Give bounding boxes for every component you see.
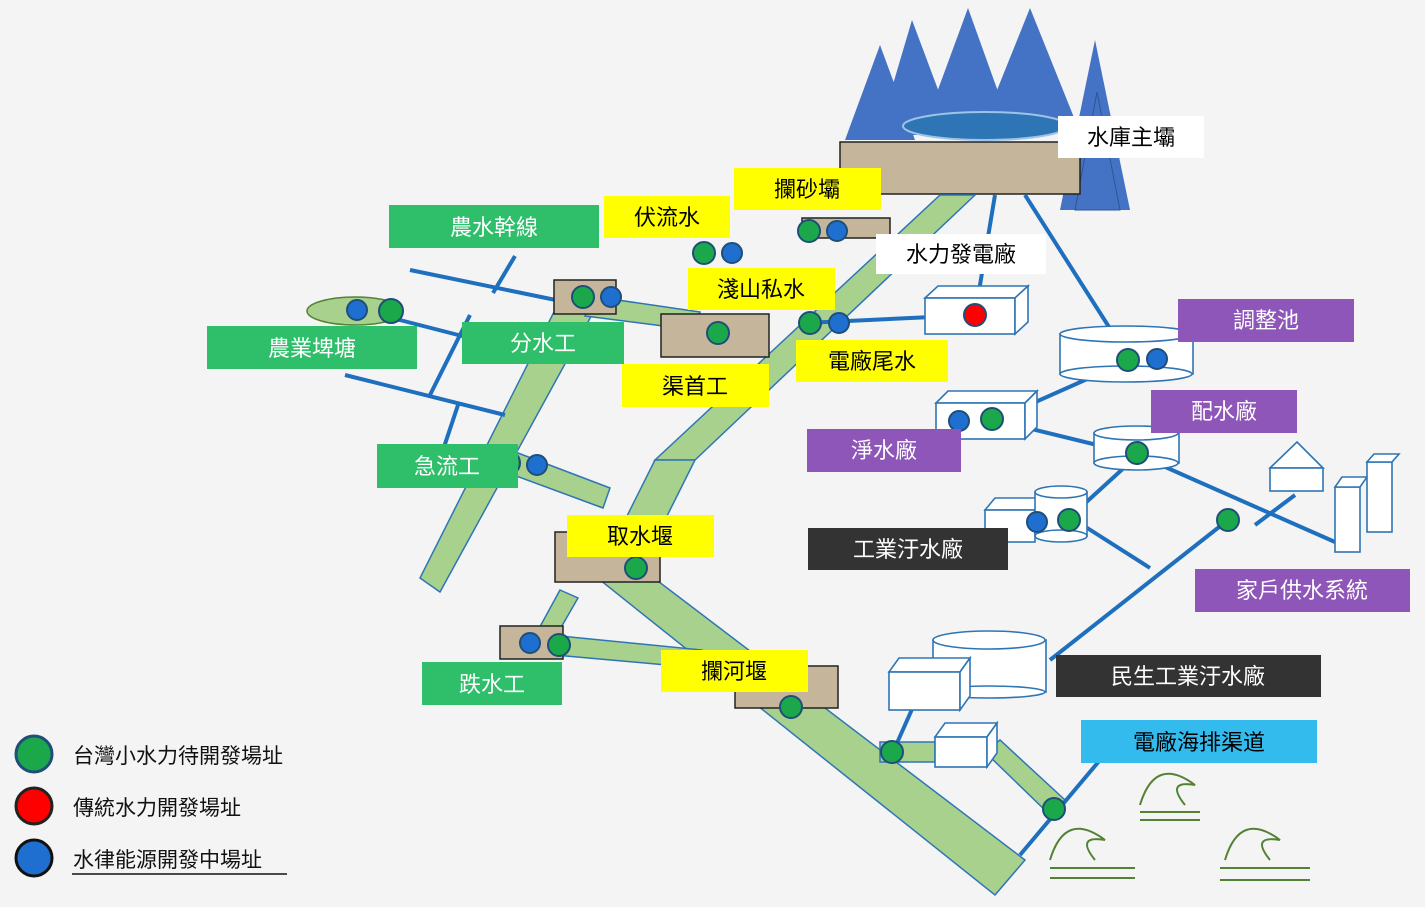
sea-waves <box>1049 772 1310 881</box>
label-sand-weir: 攔砂壩 <box>774 178 840 203</box>
blue-site-marker <box>721 242 743 264</box>
dark-labels: 工業汙水廠 民生工業汙水廠 <box>808 528 1321 697</box>
industrial-sewage-building <box>983 485 1088 543</box>
legend-green-marker <box>14 734 54 774</box>
legend-item: 台灣小水力待開發場址 <box>14 734 283 774</box>
green-labels: 農水幹線 分水工 農業埤塘 急流工 跌水工 <box>207 205 624 705</box>
legend-item: 傳統水力開發場址 <box>14 786 241 826</box>
legend: 台灣小水力待開發場址 傳統水力開發場址 水律能源開發中場址 <box>14 734 287 878</box>
green-site-marker <box>1125 441 1149 465</box>
distribution-to-household <box>1137 453 1336 544</box>
agri-line <box>441 404 460 451</box>
legend-red-marker <box>14 786 54 826</box>
green-site-marker <box>1042 797 1066 821</box>
blue-site-marker <box>828 312 850 334</box>
legend-label: 台灣小水力待開發場址 <box>73 744 283 768</box>
label-underflow: 伏流水 <box>634 206 700 231</box>
blue-site-marker <box>519 632 541 654</box>
label-distribution-plant: 配水廠 <box>1191 400 1257 425</box>
label-reservoir-dam: 水庫主壩 <box>1087 126 1175 151</box>
label-agri-main-line: 農水幹線 <box>450 216 538 241</box>
label-sea-discharge: 電廠海排渠道 <box>1133 731 1265 756</box>
label-industrial-sewage: 工業汙水廠 <box>853 538 963 563</box>
legend-label: 傳統水力開發場址 <box>73 796 241 820</box>
label-river-weir: 攔河堰 <box>701 660 767 685</box>
mountain-peak <box>925 8 1010 125</box>
label-tailrace: 電廠尾水 <box>828 350 916 375</box>
green-site-marker <box>547 633 571 657</box>
green-site-marker <box>797 219 821 243</box>
label-shallow-hill: 淺山私水 <box>717 278 805 303</box>
to-civil-sewage <box>1048 518 1230 662</box>
agri-line <box>491 254 517 295</box>
red-site-marker <box>963 303 987 327</box>
label-drop-structure: 跌水工 <box>459 673 525 698</box>
agri-line <box>344 373 506 417</box>
purple-labels: 調整池 配水廠 淨水廠 家戶供水系統 <box>807 299 1410 612</box>
green-site-marker <box>1057 508 1081 532</box>
label-water-purification: 淨水廠 <box>851 439 917 464</box>
green-site-marker <box>1216 508 1240 532</box>
label-rapid-flow: 急流工 <box>414 455 480 480</box>
green-site-marker <box>779 695 803 719</box>
mountain-peak <box>985 8 1075 120</box>
blue-site-marker <box>526 454 548 476</box>
cyan-labels: 電廠海排渠道 <box>1081 720 1317 763</box>
civil-sewage-plant <box>887 630 1047 770</box>
agri-line <box>391 316 471 340</box>
blue-site-marker <box>948 410 970 432</box>
facility-drawings <box>887 284 1401 770</box>
green-site-marker <box>880 740 904 764</box>
house-building <box>1268 440 1325 492</box>
blue-site-marker <box>600 286 622 308</box>
label-household-supply: 家戶供水系統 <box>1236 579 1368 604</box>
yellow-labels: 攔砂壩 伏流水 淺山私水 渠首工 電廠尾水 取水堰 攔河堰 <box>567 168 948 692</box>
label-hydro-plant: 水力發電廠 <box>906 243 1016 268</box>
blue-site-marker <box>1146 348 1168 370</box>
white-labels: 水庫主壩 水力發電廠 <box>876 116 1204 274</box>
green-site-marker <box>571 285 595 309</box>
blue-site-marker <box>346 299 368 321</box>
green-site-marker <box>798 311 822 335</box>
label-civil-industrial-sewage: 民生工業汙水廠 <box>1111 665 1265 690</box>
household-branch <box>1253 493 1297 527</box>
blue-site-marker <box>1026 511 1048 533</box>
green-site-marker <box>692 241 716 265</box>
label-farm-pond: 農業埤塘 <box>268 337 356 362</box>
green-site-marker <box>1116 348 1140 372</box>
legend-label: 水律能源開發中場址 <box>73 848 262 872</box>
label-diversion: 分水工 <box>510 332 576 357</box>
site-markers <box>346 219 1240 821</box>
blue-site-marker <box>826 220 848 242</box>
green-site-marker <box>624 556 648 580</box>
green-site-marker <box>706 321 730 345</box>
legend-item: 水律能源開發中場址 <box>14 838 287 878</box>
reservoir-lake <box>902 111 1068 141</box>
label-regulating-pond: 調整池 <box>1233 309 1299 334</box>
apartment-towers <box>1333 453 1401 553</box>
legend-blue-marker <box>14 838 54 878</box>
label-canal-head: 渠首工 <box>662 375 728 400</box>
green-site-marker <box>980 407 1004 431</box>
label-intake-weir: 取水堰 <box>607 525 673 550</box>
green-site-marker <box>378 298 404 324</box>
